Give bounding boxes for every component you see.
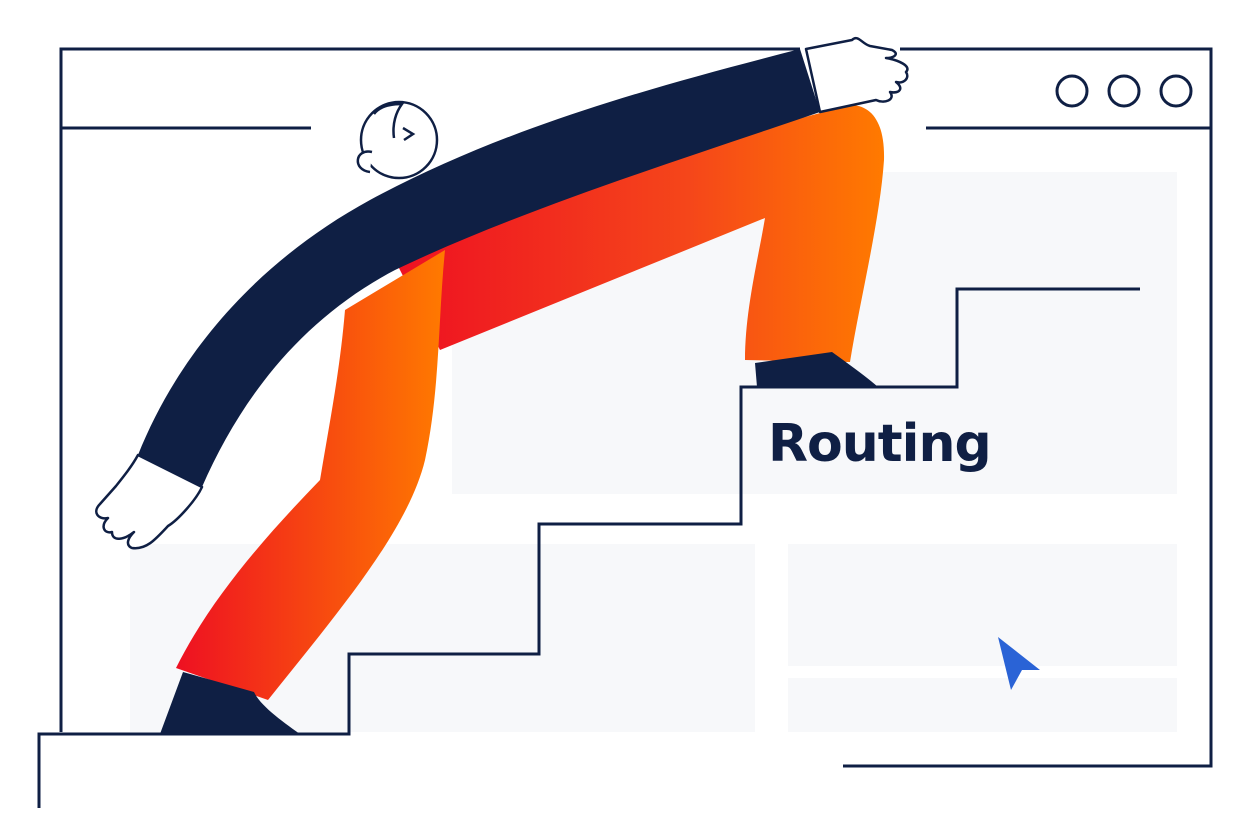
front-shoe xyxy=(160,672,300,734)
panel-bottom-right xyxy=(788,544,1177,666)
back-shoe xyxy=(755,352,878,387)
upper-hand xyxy=(804,36,909,114)
head-outline xyxy=(359,100,439,180)
back-leg xyxy=(395,105,885,362)
front-leg xyxy=(176,250,445,700)
head xyxy=(356,100,439,180)
panel-bottom-right-strip xyxy=(788,678,1177,732)
hair-line xyxy=(373,102,405,139)
eye xyxy=(402,126,416,142)
browser-window xyxy=(59,47,1213,768)
window-dot-icon xyxy=(1159,74,1193,108)
window-controls xyxy=(1055,74,1193,108)
cursor-arrow-icon xyxy=(998,637,1040,690)
page-heading: Routing xyxy=(768,414,992,474)
window-dot-icon xyxy=(1055,74,1089,108)
ear xyxy=(356,150,373,174)
window-dot-icon xyxy=(1107,74,1141,108)
arm-torso xyxy=(138,49,820,487)
lower-hand xyxy=(95,453,204,550)
